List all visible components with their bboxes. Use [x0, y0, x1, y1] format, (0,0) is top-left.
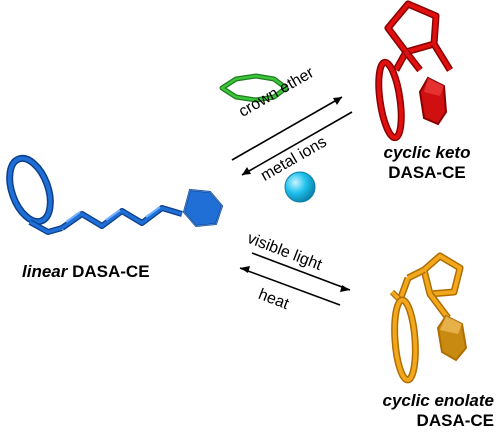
cyclic-keto-molecule [375, 0, 453, 142]
keto-label-line2: DASA-CE [388, 163, 466, 182]
enolate-label-line2: DASA-CE [416, 411, 494, 430]
top-equilibrium-arrows [231, 96, 353, 176]
linear-prefix: linear [22, 262, 68, 281]
bottom-equilibrium-arrows [239, 252, 351, 306]
cyclic-enolate-molecule [389, 252, 468, 384]
linear-label: linear DASA-CE [22, 262, 150, 282]
linear-dasa-ce-molecule [6, 154, 224, 235]
enolate-label-line1: cyclic enolate [382, 391, 494, 410]
green-ring-icon [219, 73, 289, 103]
keto-label: cyclic keto DASA-CE [372, 143, 482, 183]
cyan-sphere-icon [284, 171, 316, 203]
enolate-label: cyclic enolate DASA-CE [330, 391, 494, 431]
keto-label-line1: cyclic keto [383, 143, 471, 162]
linear-suffix: DASA-CE [72, 262, 150, 281]
